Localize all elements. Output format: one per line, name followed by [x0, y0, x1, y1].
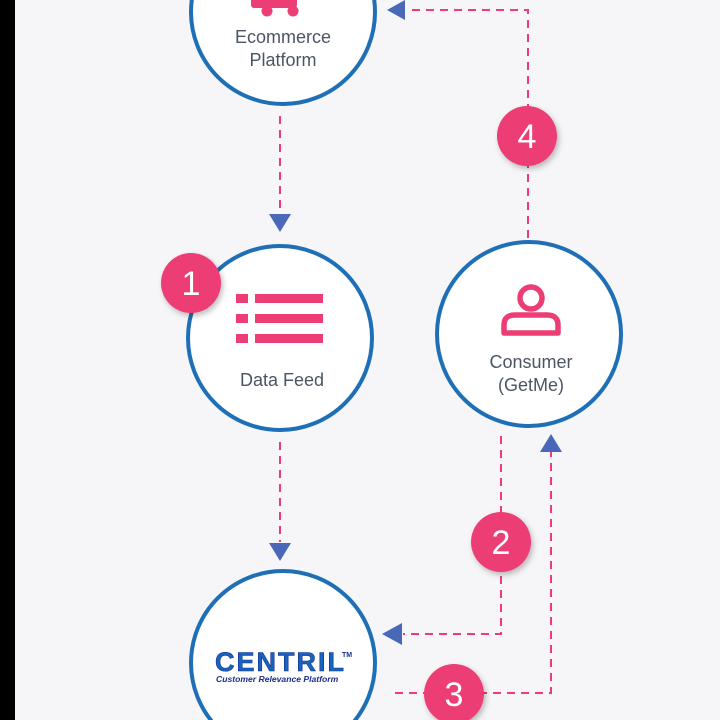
- ecommerce-circle: [189, 0, 377, 106]
- flow-diagram: Ecommerce Platform Data Feed Consumer (G…: [161, 0, 623, 720]
- consumer-label-line2: (GetMe): [498, 375, 564, 395]
- step-badge-3: 3: [424, 664, 484, 720]
- ecommerce-label-line1: Ecommerce: [235, 27, 331, 47]
- arrowheads: [269, 0, 562, 645]
- step-badge-1-number: 1: [182, 265, 201, 303]
- node-centril[interactable]: CENTRIL TM Customer Relevance Platform: [189, 569, 377, 720]
- connector-consumer-to-centril: [403, 436, 502, 635]
- step-badge-3-number: 3: [445, 676, 464, 714]
- diagram-canvas: Ecommerce Platform Data Feed Consumer (G…: [15, 0, 720, 720]
- node-data-feed[interactable]: Data Feed: [186, 244, 374, 432]
- step-badge-2: 2: [471, 512, 531, 572]
- centril-logo-tm: TM: [342, 652, 352, 659]
- step-badge-2-number: 2: [492, 524, 511, 562]
- node-ecommerce-platform[interactable]: Ecommerce Platform: [189, 0, 377, 106]
- ecommerce-label-line2: Platform: [249, 50, 316, 70]
- arrowhead-down-centril: [269, 543, 291, 561]
- step-badge-1: 1: [161, 253, 221, 313]
- centril-circle: [189, 569, 377, 720]
- arrowhead-left-ecommerce: [387, 0, 405, 20]
- centril-logo-subtitle: Customer Relevance Platform: [216, 674, 339, 684]
- node-consumer[interactable]: Consumer (GetMe): [435, 240, 623, 428]
- arrowhead-down-datafeed: [269, 214, 291, 232]
- connector-centril-to-consumer: [395, 452, 552, 694]
- shopping-cart-icon: [251, 0, 299, 17]
- list-icon: [236, 294, 323, 343]
- step-badge-4-number: 4: [518, 118, 537, 156]
- consumer-label-line1: Consumer: [489, 352, 572, 372]
- data-feed-label: Data Feed: [240, 370, 324, 390]
- user-icon: [501, 284, 561, 336]
- arrowhead-up-consumer: [540, 434, 562, 452]
- arrowhead-left-centril: [382, 623, 402, 645]
- centril-logo: CENTRIL TM Customer Relevance Platform: [215, 647, 353, 684]
- step-badge-4: 4: [497, 106, 557, 166]
- centril-logo-text: CENTRIL: [215, 647, 346, 677]
